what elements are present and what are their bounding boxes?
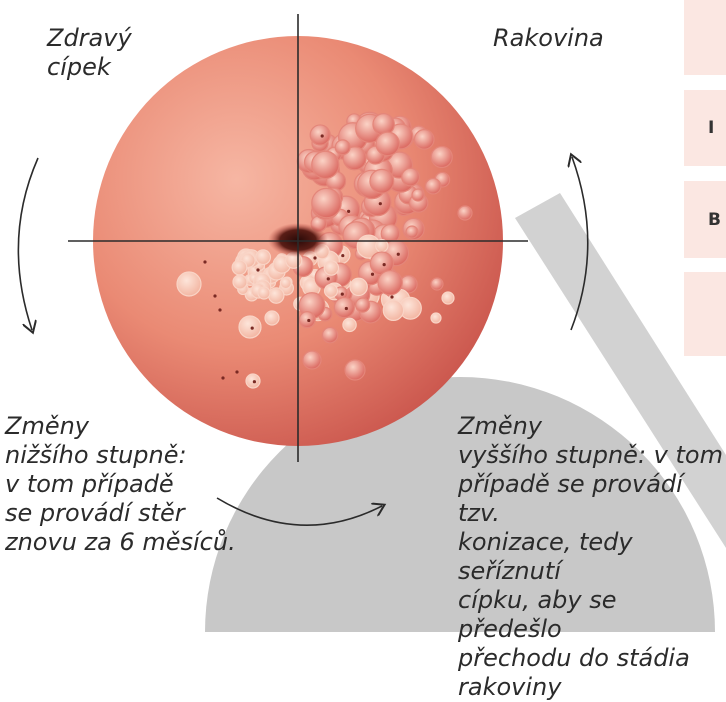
- cell: [442, 292, 454, 304]
- cell-nucleus: [307, 319, 310, 322]
- dot: [390, 295, 393, 298]
- label-lower-grade: Změny nižšího stupně: v tom případě se p…: [5, 412, 236, 557]
- cell-nucleus: [321, 134, 324, 137]
- cell: [280, 278, 291, 289]
- cell: [412, 189, 424, 201]
- cell: [312, 188, 341, 217]
- dot: [203, 260, 206, 263]
- label-healthy: Zdravý cípek: [47, 24, 132, 82]
- cell: [299, 312, 315, 328]
- cell: [177, 272, 201, 296]
- cell: [334, 297, 354, 317]
- cell: [414, 130, 434, 150]
- cell: [356, 298, 370, 312]
- side-panel-box-2: I: [684, 90, 726, 166]
- cell: [256, 250, 271, 265]
- cell: [233, 275, 247, 289]
- cell: [378, 271, 402, 295]
- cell-nucleus: [341, 293, 344, 296]
- side-panel-box-3: B: [684, 181, 726, 258]
- dot: [313, 256, 316, 259]
- label-cancer: Rakovina: [493, 24, 604, 53]
- cell: [431, 313, 441, 323]
- dot: [221, 376, 224, 379]
- cell: [335, 140, 350, 155]
- cell: [370, 169, 394, 193]
- cell: [232, 260, 247, 275]
- side-panel-letter: B: [708, 210, 721, 230]
- cell: [258, 287, 270, 299]
- dot: [218, 308, 221, 311]
- cell: [239, 316, 261, 338]
- cell: [322, 327, 337, 342]
- cell: [303, 351, 321, 369]
- cell-nucleus: [379, 202, 382, 205]
- dot: [213, 294, 216, 297]
- cell: [402, 168, 420, 186]
- cell: [350, 278, 367, 295]
- label-higher-grade: Změny vyššího stupně: v tom případě se p…: [458, 412, 726, 702]
- cell-nucleus: [383, 263, 386, 266]
- cell-nucleus: [371, 273, 374, 276]
- cell: [310, 125, 330, 145]
- cell: [431, 146, 452, 167]
- cell: [431, 278, 443, 290]
- side-panel-box-1: [684, 0, 726, 75]
- cell: [373, 114, 394, 135]
- dot: [256, 268, 259, 271]
- cell-nucleus: [397, 253, 400, 256]
- cell-nucleus: [251, 327, 254, 330]
- cell: [406, 226, 418, 238]
- cell-nucleus: [347, 210, 350, 213]
- side-panel-box-4: [684, 272, 726, 356]
- arrow-left-curve-icon: [18, 158, 38, 330]
- side-panel-letter: I: [708, 118, 714, 138]
- cell: [312, 151, 339, 178]
- cell: [324, 261, 338, 275]
- cell-nucleus: [253, 380, 256, 383]
- cell: [265, 311, 279, 325]
- cell: [458, 206, 472, 220]
- cell: [343, 318, 356, 331]
- cell: [376, 132, 399, 155]
- cell: [425, 179, 440, 194]
- dot: [235, 370, 238, 373]
- cell: [345, 360, 365, 380]
- cell: [269, 288, 284, 303]
- cell: [383, 300, 403, 320]
- cell: [325, 284, 338, 297]
- cell-nucleus: [345, 307, 348, 310]
- cell-nucleus: [341, 254, 344, 257]
- cell-nucleus: [327, 277, 330, 280]
